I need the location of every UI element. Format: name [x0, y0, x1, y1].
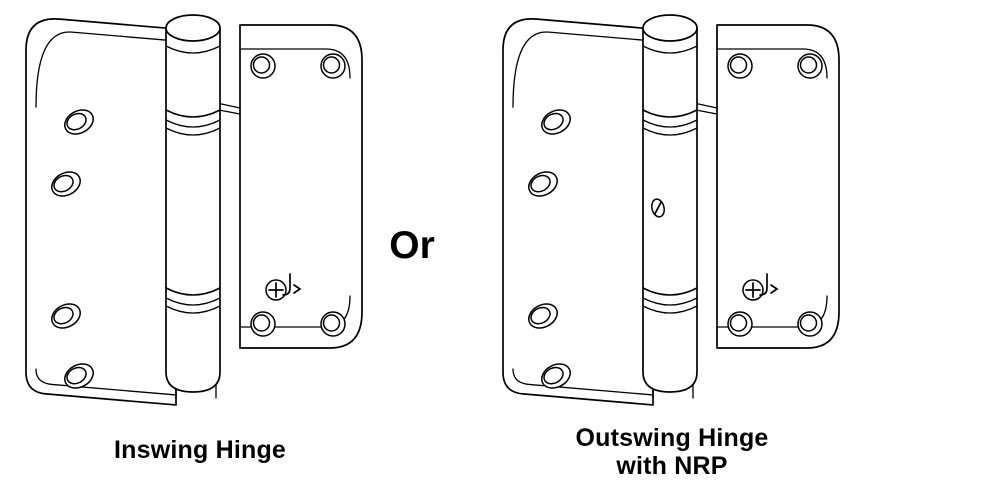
screw-hole	[64, 109, 94, 135]
screw-hole	[250, 311, 276, 337]
frame-leaf-outswing	[502, 18, 654, 406]
caption-outswing-hinge: Outswing Hinge with NRP	[575, 424, 769, 480]
door-leaf-inswing	[239, 24, 363, 349]
hinge-barrel-outswing	[642, 14, 718, 399]
screw-hole	[51, 171, 81, 197]
screw-hole	[727, 311, 753, 337]
brand-mark-emblem-outswing	[742, 273, 779, 301]
caption-inswing-hinge: Inswing Hinge	[113, 436, 287, 464]
screw-hole	[51, 303, 81, 329]
hinge-figure-inswing	[0, 0, 400, 420]
frame-leaf-screw-holes-inswing	[51, 109, 94, 389]
screw-hole	[541, 109, 571, 135]
frame-leaf-screw-holes-outswing	[528, 109, 571, 389]
door-leaf-screw-holes-outswing	[727, 53, 823, 337]
screw-hole	[727, 53, 753, 79]
screw-hole	[64, 363, 94, 389]
screw-hole	[797, 311, 823, 337]
door-leaf-screw-holes-inswing	[250, 53, 346, 337]
frame-leaf-inswing	[25, 18, 177, 406]
or-separator-label: Or	[389, 224, 435, 267]
screw-hole	[528, 303, 558, 329]
screw-hole	[797, 53, 823, 79]
screw-hole	[250, 53, 276, 79]
hinge-figure-outswing	[477, 0, 877, 420]
screw-hole	[541, 363, 571, 389]
outswing-hinge-drawing	[502, 14, 840, 406]
door-leaf-outswing	[716, 24, 840, 349]
screw-hole	[528, 171, 558, 197]
screw-hole	[320, 53, 346, 79]
brand-mark-emblem-inswing	[265, 273, 302, 301]
screw-hole	[320, 311, 346, 337]
inswing-hinge-drawing	[25, 14, 363, 406]
hinge-barrel-inswing	[165, 14, 241, 399]
nrp-set-screw-icon	[651, 198, 665, 218]
